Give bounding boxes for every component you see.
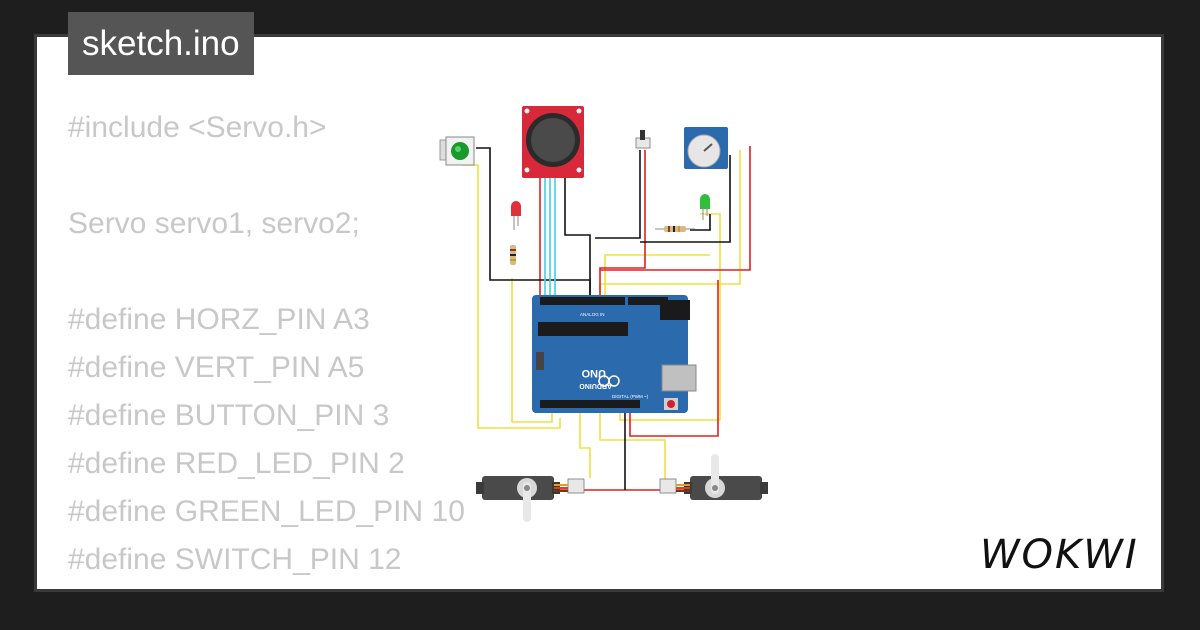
arduino-uno-icon: ANALOG IN DIGITAL (PWM ~) ARDUINO UNO: [532, 295, 697, 413]
slide-switch-icon: [635, 130, 651, 149]
file-title: sketch.ino: [68, 12, 254, 75]
board-brand: ARDUINO: [579, 382, 612, 389]
resistor-icon: [655, 226, 695, 232]
board-analog-label: ANALOG IN: [580, 312, 605, 317]
green-led-icon: [700, 194, 710, 220]
board-model: UNO: [581, 367, 606, 379]
servo-motor-icon: [476, 476, 585, 522]
joystick-icon: [522, 106, 584, 178]
potentiometer-icon: [684, 127, 728, 169]
resistor-icon: [510, 245, 516, 265]
wokwi-logo: WOKWI: [980, 532, 1139, 578]
red-led-icon: [511, 201, 521, 230]
pushbutton-icon: [439, 136, 475, 166]
wokwi-logo-text: WOKWI: [980, 532, 1139, 578]
circuit-diagram: ANALOG IN DIGITAL (PWM ~) ARDUINO UNO: [439, 106, 768, 522]
servo-motor-icon: [659, 454, 768, 500]
board-digital-label: DIGITAL (PWM ~): [612, 394, 649, 399]
